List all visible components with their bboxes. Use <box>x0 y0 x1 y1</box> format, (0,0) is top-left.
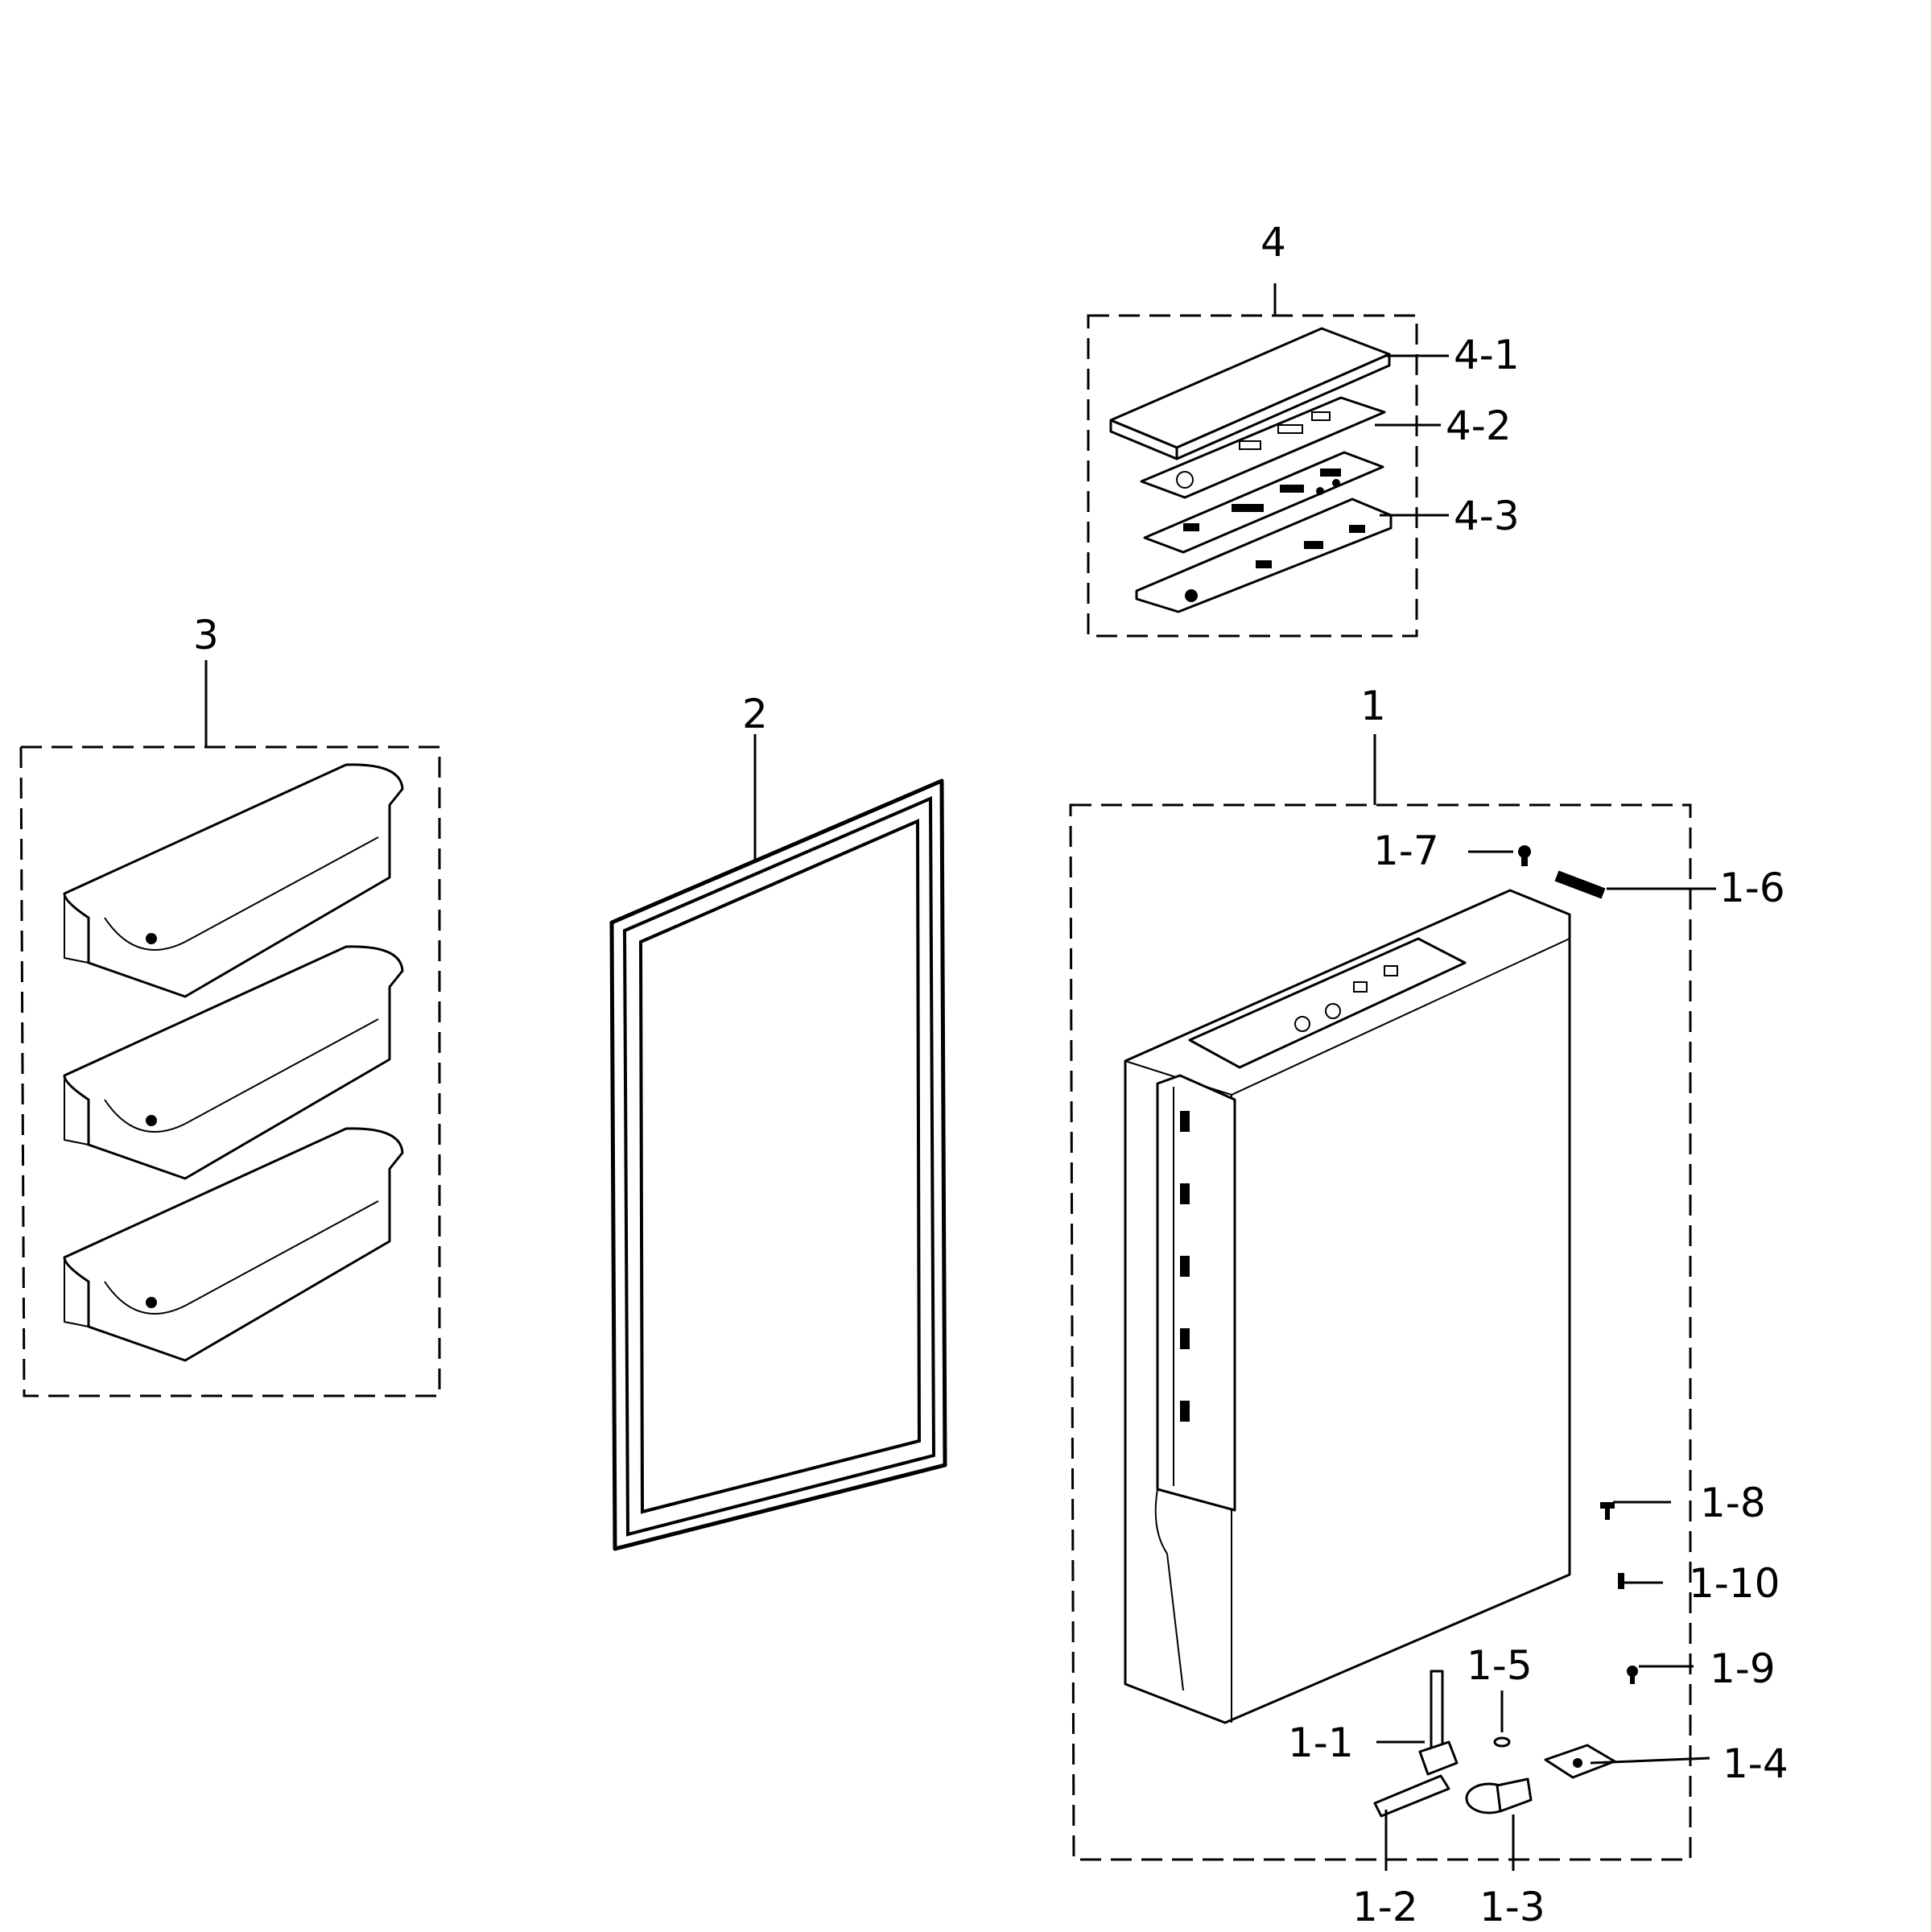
callout-1-7: 1-7 <box>1373 828 1439 874</box>
group-3-frame <box>19 745 441 1397</box>
group-3-door-bins: 3 <box>19 612 441 1397</box>
group-4-frame <box>1087 314 1418 638</box>
callout-4: 4 <box>1261 219 1286 266</box>
callout-1-5: 1-5 <box>1467 1642 1533 1689</box>
callout-1-8: 1-8 <box>1700 1480 1766 1526</box>
part-1-7-screw <box>1518 845 1531 866</box>
group-2-gasket: 2 <box>609 691 947 1551</box>
part-1-2-hinge <box>1373 1774 1450 1818</box>
group-4-control-panel: 4 4-1 4-2 4-3 <box>1087 219 1520 638</box>
part-1-1-hinge-pin <box>1418 1670 1459 1776</box>
callout-4-3: 4-3 <box>1454 493 1520 539</box>
part-1-5-washer <box>1493 1736 1511 1748</box>
callout-2: 2 <box>742 691 768 737</box>
part-1-8-screw <box>1600 1502 1615 1520</box>
callout-1-4: 1-4 <box>1723 1740 1789 1787</box>
part-1-6-spring <box>1554 870 1606 899</box>
callout-1: 1 <box>1360 683 1386 729</box>
callout-1-6: 1-6 <box>1719 865 1785 911</box>
panel-cover <box>1109 327 1391 449</box>
callout-1-10: 1-10 <box>1689 1560 1780 1607</box>
part-1-9-screw <box>1627 1666 1638 1684</box>
group-1-frame <box>1069 803 1692 1861</box>
callout-1-2: 1-2 <box>1352 1884 1418 1930</box>
group-1-door-assembly: 1 1-7 1-6 1-8 1-10 1-9 1-5 1-1 1-4 1-2 1… <box>1069 683 1789 1930</box>
door-bin-middle <box>63 945 404 1180</box>
door-body <box>1124 889 1571 1724</box>
callout-4-1: 4-1 <box>1454 332 1520 378</box>
part-1-3-cam <box>1465 1777 1533 1814</box>
callout-1-9: 1-9 <box>1710 1645 1776 1692</box>
callout-1-3: 1-3 <box>1479 1884 1545 1930</box>
door-bin-bottom <box>63 1127 404 1362</box>
callout-4-2: 4-2 <box>1446 402 1512 449</box>
callout-3: 3 <box>193 612 219 658</box>
panel-pcb <box>1143 451 1384 554</box>
panel-display-sheet <box>1140 396 1386 499</box>
part-1-10-pin <box>1618 1573 1624 1589</box>
callout-1-1: 1-1 <box>1288 1719 1354 1766</box>
door-gasket <box>609 778 947 1551</box>
panel-housing <box>1135 497 1393 613</box>
door-bin-top <box>63 763 404 998</box>
